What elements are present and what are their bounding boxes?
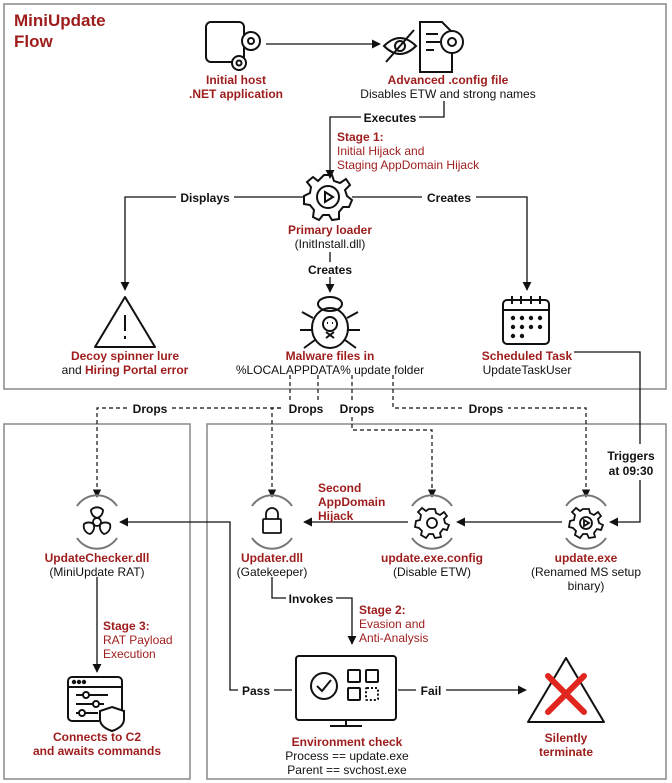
calendar-icon	[502, 296, 550, 345]
updatechecker-desc: (MiniUpdate RAT)	[49, 565, 144, 579]
executes-label: Executes	[364, 111, 417, 125]
second-hijack-3: Hijack	[318, 509, 354, 523]
drops-label-4: Drops	[469, 402, 504, 416]
terminate-label-2: terminate	[539, 745, 593, 759]
decoy-desc-prefix: and	[62, 363, 85, 377]
invokes-label: Invokes	[289, 592, 334, 606]
drops-label-3: Drops	[340, 402, 375, 416]
stage1-frame	[3, 3, 667, 390]
diagram-title-line1: MiniUpdate	[14, 11, 106, 30]
env-check-label: Environment check	[292, 735, 403, 749]
decoy-label: Decoy spinner lure	[71, 349, 179, 363]
drops-label-1: Drops	[133, 402, 168, 416]
config-cycle-icon	[411, 494, 453, 550]
scheduled-task-desc: UpdateTaskUser	[483, 363, 572, 377]
fail-label: Fail	[421, 684, 442, 698]
stage2-frame	[206, 423, 667, 780]
gear-icon	[413, 506, 451, 540]
second-hijack-2: AppDomain	[318, 495, 385, 509]
lock-icon	[262, 507, 282, 534]
updater-label: Updater.dll	[241, 551, 303, 565]
play-gear-icon	[303, 174, 354, 222]
terminate-label: Silently	[545, 731, 588, 745]
drops-connectors	[92, 375, 591, 498]
primary-loader-desc: (InitInstall.dll)	[295, 237, 366, 251]
triggers-label-2: at 09:30	[609, 464, 654, 478]
update-exe-desc-1: (Renamed MS setup	[531, 565, 641, 579]
c2-label: Connects to C2	[53, 730, 141, 744]
stage3-line2: RAT Payload	[103, 633, 173, 647]
pass-label: Pass	[242, 684, 270, 698]
window-shield-icon	[67, 676, 125, 733]
creates-task-label: Creates	[427, 191, 471, 205]
displays-label: Displays	[180, 191, 230, 205]
stage2-line3: Anti-Analysis	[359, 631, 428, 645]
malware-files-desc: %LOCALAPPDATA% update folder	[236, 363, 424, 377]
malware-bug-icon	[300, 296, 360, 349]
update-exe-desc-2: binary)	[568, 579, 605, 593]
creates-files-label: Creates	[308, 263, 352, 277]
update-exe-label: update.exe	[555, 551, 618, 565]
malware-files-label: Malware files in	[286, 349, 375, 363]
scheduled-task-label: Scheduled Task	[482, 349, 573, 363]
decoy-desc-highlight: Hiring Portal error	[85, 363, 189, 377]
second-hijack-1: Second	[318, 481, 361, 495]
stage1-line3: Staging AppDomain Hijack	[337, 158, 480, 172]
diagram-title-line2: Flow	[14, 32, 53, 51]
updateexe-cycle-icon	[565, 494, 607, 550]
stage3-line3: Execution	[103, 647, 156, 661]
config-file-desc: Disables ETW and strong names	[360, 87, 535, 101]
config-file-label: Advanced .config file	[388, 73, 509, 87]
app-gear-icon	[205, 21, 261, 71]
updater-desc: (Gatekeeper)	[237, 565, 308, 579]
warning-icon	[94, 296, 156, 348]
c2-desc: and awaits commands	[33, 744, 161, 758]
initial-host-sublabel: .NET application	[189, 87, 283, 101]
update-config-label: update.exe.config	[381, 551, 483, 565]
initial-host-label: Initial host	[206, 73, 266, 87]
document-gear-icon	[382, 21, 464, 73]
update-config-desc: (Disable ETW)	[393, 565, 471, 579]
stage3-title: Stage 3:	[103, 619, 150, 633]
updatechecker-label: UpdateChecker.dll	[45, 551, 150, 565]
updater-cycle-icon	[251, 494, 293, 550]
stage2-title: Stage 2:	[359, 603, 406, 617]
triggers-label-1: Triggers	[607, 449, 655, 463]
stage1-line2: Initial Hijack and	[337, 144, 424, 158]
biohazard-icon	[82, 506, 112, 535]
stage1-title: Stage 1:	[337, 130, 384, 144]
stage2-line2: Evasion and	[359, 617, 425, 631]
primary-loader-label: Primary loader	[288, 223, 372, 237]
env-check-desc-2: Parent == svchost.exe	[287, 763, 407, 777]
warning-cross-icon	[527, 657, 605, 723]
play-gear-icon	[567, 506, 605, 540]
env-check-desc-1: Process == update.exe	[285, 749, 409, 763]
drops-label-2: Drops	[289, 402, 324, 416]
monitor-check-icon	[295, 655, 397, 727]
updatechecker-cycle-icon	[76, 494, 118, 550]
decoy-desc: and Hiring Portal error	[62, 363, 189, 377]
